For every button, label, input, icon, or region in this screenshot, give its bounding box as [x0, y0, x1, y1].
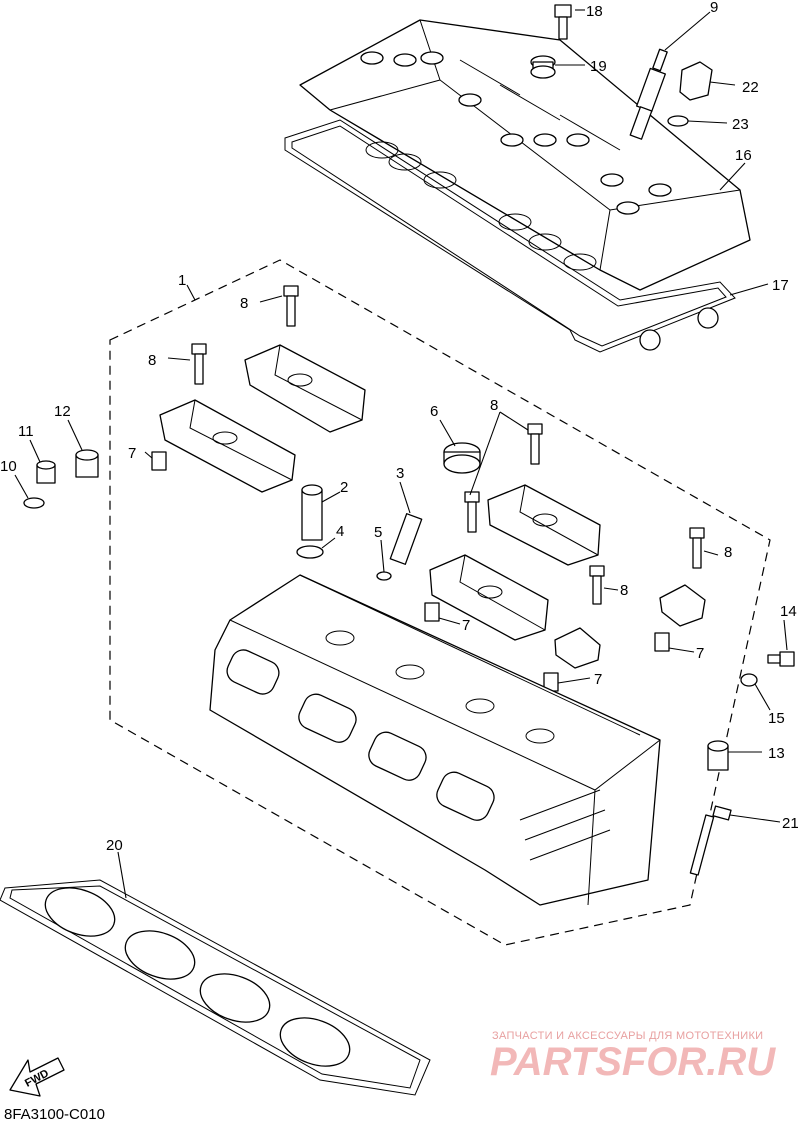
- head-gasket: [0, 879, 431, 1096]
- callout-19: 19: [590, 58, 607, 75]
- callout-7-left: 7: [128, 445, 136, 462]
- camshaft-caps-right-upper: [487, 484, 601, 566]
- callout-8-mid: 8: [620, 582, 628, 599]
- callout-1: 1: [178, 272, 186, 289]
- callout-4: 4: [336, 523, 344, 540]
- callout-7-lower: 7: [594, 671, 602, 688]
- cover-bolt: [554, 4, 572, 40]
- callout-2: 2: [340, 479, 348, 496]
- callout-12: 12: [54, 403, 71, 420]
- dowel-pins: [151, 451, 670, 692]
- o-ring-small: [667, 115, 689, 127]
- callout-23: 23: [732, 116, 749, 133]
- callout-13: 13: [768, 745, 785, 762]
- callout-22: 22: [742, 79, 759, 96]
- camshaft-cap-single-b: [659, 584, 706, 627]
- callout-8-top: 8: [240, 295, 248, 312]
- callout-5: 5: [374, 524, 382, 541]
- leader-lines: [14, 9, 788, 899]
- gasket-washer: [740, 673, 758, 687]
- collar: [75, 449, 99, 478]
- camshaft-caps-left-upper: [244, 344, 366, 433]
- callout-10: 10: [0, 458, 17, 475]
- callout-15: 15: [768, 710, 785, 727]
- stud-bolt: [689, 805, 732, 876]
- callout-16: 16: [735, 147, 752, 164]
- camshaft-cap-single-a: [554, 627, 601, 669]
- callout-21: 21: [782, 815, 799, 832]
- head-plug: [443, 442, 481, 474]
- callout-8-left: 8: [148, 352, 156, 369]
- cover-gasket: [284, 119, 736, 353]
- callout-7-center: 7: [462, 617, 470, 634]
- callout-9: 9: [710, 0, 718, 16]
- callout-3: 3: [396, 465, 404, 482]
- callout-20: 20: [106, 837, 123, 854]
- plug-bolt: [767, 651, 795, 667]
- forward-direction-arrow: FWD: [9, 1057, 65, 1097]
- valve-lifter: [296, 484, 324, 559]
- callout-17: 17: [772, 277, 789, 294]
- callout-numbers: 18 9 19 22 23 16 17 1 8 8 12 11 10 7 6 8…: [0, 0, 799, 854]
- valve-guide: [389, 513, 423, 565]
- camshaft-caps-left-lower: [159, 399, 296, 493]
- cylinder-head: [209, 574, 661, 906]
- watermark-brand: PARTSFOR.RU: [490, 1040, 776, 1084]
- camshaft-caps-right-lower: [429, 554, 549, 641]
- diagram-code: 8FA3100-C010: [4, 1106, 105, 1123]
- sleeve: [707, 740, 729, 771]
- callout-8-right: 8: [724, 544, 732, 561]
- callout-11: 11: [18, 423, 34, 440]
- bolt-grommet: [530, 55, 556, 79]
- callout-6: 6: [430, 403, 438, 420]
- cap-bolts: [191, 285, 705, 605]
- cylinder-head-cover: [299, 19, 751, 291]
- callout-18: 18: [586, 3, 603, 20]
- cap-nut: [36, 460, 56, 484]
- callout-14: 14: [780, 603, 797, 620]
- callout-8-center: 8: [490, 397, 498, 414]
- assembly-boundary: [109, 259, 771, 946]
- watermark-tagline: ЗАПЧАСТИ И АКСЕССУАРЫ ДЛЯ МОТОТЕХНИКИ: [492, 1030, 764, 1042]
- cam-sensor: [679, 61, 713, 101]
- callout-7-right: 7: [696, 645, 704, 662]
- washer: [23, 497, 45, 509]
- valve-seal: [376, 571, 392, 581]
- spark-plug: [629, 48, 668, 140]
